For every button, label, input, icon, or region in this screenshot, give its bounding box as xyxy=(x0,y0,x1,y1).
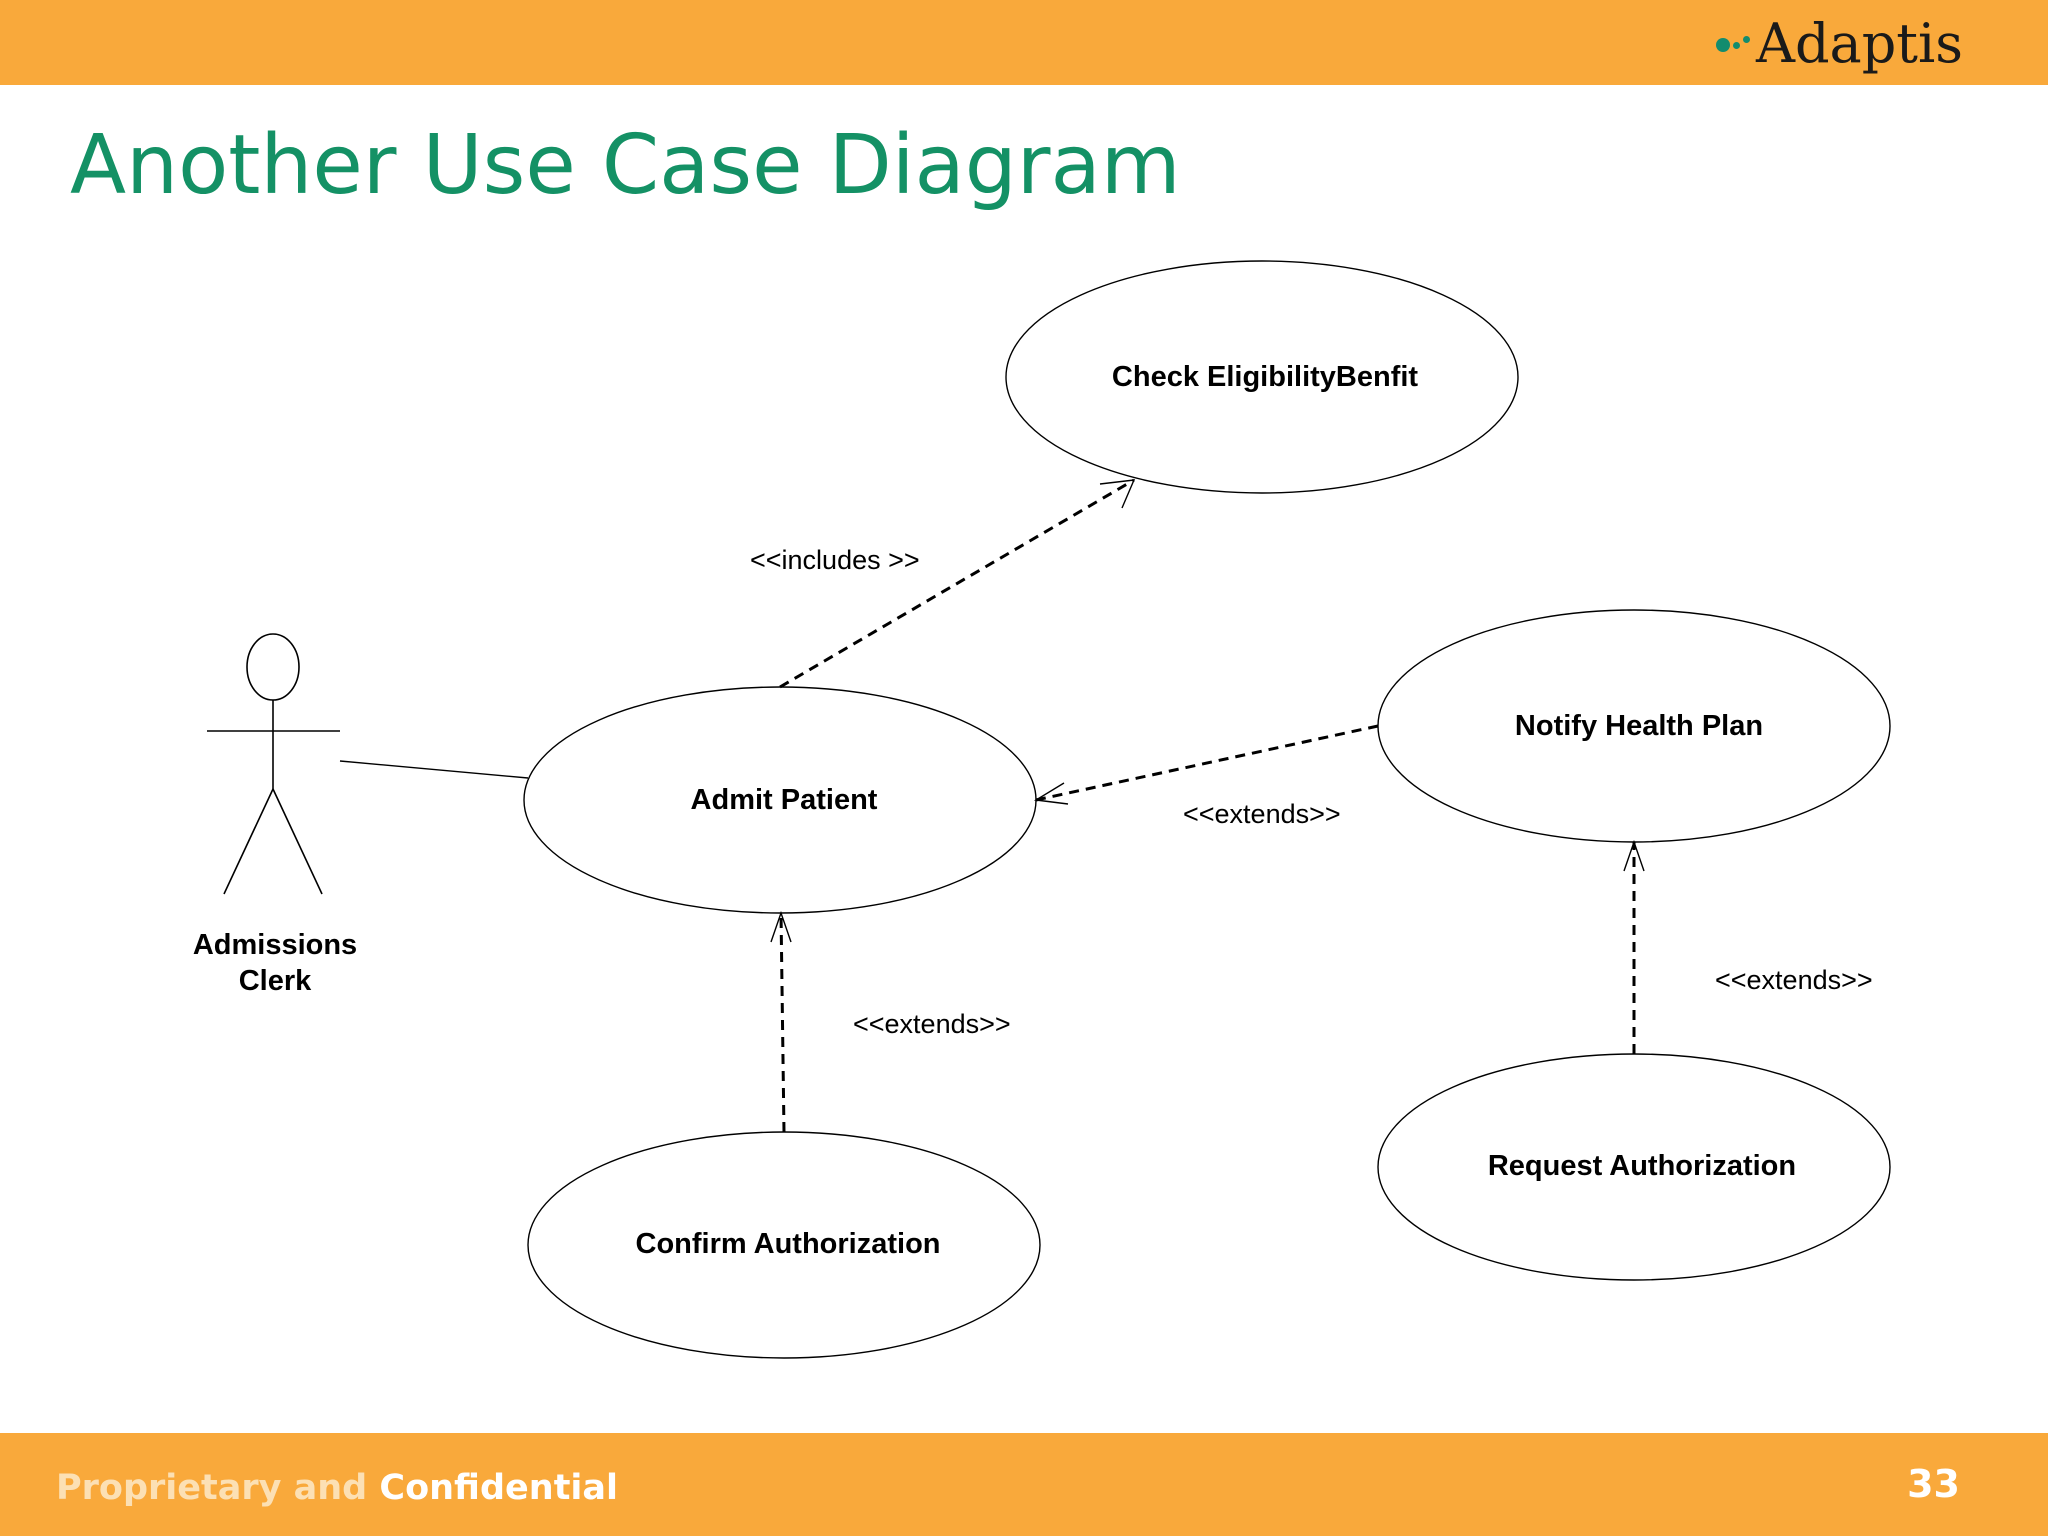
actor-admissions-clerk xyxy=(207,633,340,895)
page-number: 33 xyxy=(1907,1462,1960,1506)
use-case-confirm-authorization-label: Confirm Authorization xyxy=(636,1228,941,1260)
footer-confidential-text: Proprietary and Confidential xyxy=(56,1468,618,1508)
adaptis-dots-icon xyxy=(1715,34,1752,56)
actor-label-line1: Admissions xyxy=(193,929,357,961)
extends-request-label: <<extends>> xyxy=(1715,965,1873,995)
actor-left-leg xyxy=(223,788,274,895)
use-case-request-authorization-label: Request Authorization xyxy=(1488,1150,1796,1182)
includes-label: <<includes >> xyxy=(750,545,920,575)
use-case-check-eligibility xyxy=(1005,260,1519,494)
footer-text-part1: Proprietary and xyxy=(56,1468,380,1508)
use-case-notify-health-plan-label: Notify Health Plan xyxy=(1515,710,1763,742)
extends-confirm-arrow xyxy=(770,910,792,1133)
extends-request-arrow xyxy=(1623,839,1645,1054)
slide-title: Another Use Case Diagram xyxy=(70,118,1181,213)
extends-notify-label: <<extends>> xyxy=(1183,799,1341,829)
use-case-check-eligibility-label: Check EligibilityBenfit xyxy=(1112,361,1418,393)
footer-bar xyxy=(0,1433,2048,1536)
extends-notify-arrow xyxy=(1033,724,1379,805)
actor-right-leg xyxy=(272,788,323,895)
adaptis-logo: Adaptis xyxy=(1715,8,1963,78)
use-case-admit-patient-label: Admit Patient xyxy=(691,784,878,816)
footer-text-part2: Confidential xyxy=(379,1468,619,1508)
actor-head xyxy=(246,633,300,701)
association-line xyxy=(339,760,529,779)
actor-label-line2: Clerk xyxy=(239,965,312,997)
logo-text: Adaptis xyxy=(1755,11,1963,75)
header-bar: Adaptis xyxy=(0,0,2048,85)
includes-arrow xyxy=(779,478,1136,689)
extends-confirm-label: <<extends>> xyxy=(853,1009,1011,1039)
